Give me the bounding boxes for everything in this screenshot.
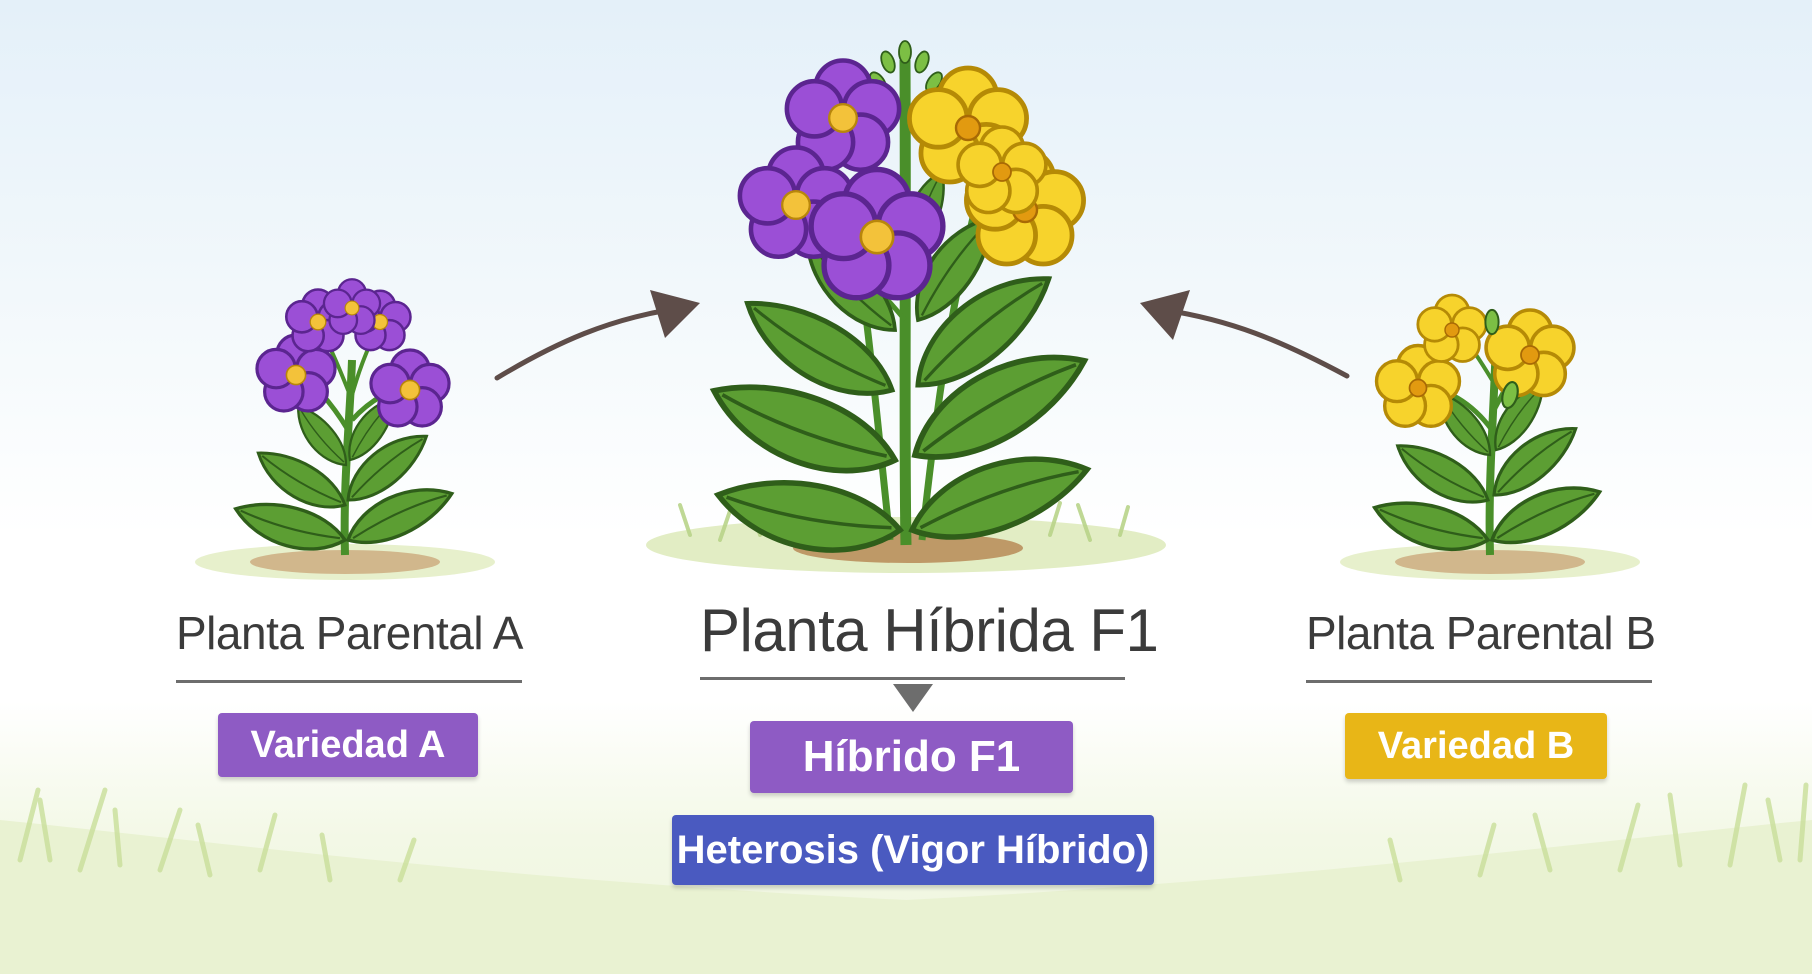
- parent-a-divider: [176, 680, 522, 683]
- parent-b-divider: [1306, 680, 1652, 683]
- variety-b-badge: Variedad B: [1345, 713, 1607, 779]
- hybrid-divider: [700, 677, 1125, 680]
- purple-plant-icon: [195, 279, 495, 580]
- heterosis-badge: Heterosis (Vigor Híbrido): [672, 815, 1154, 885]
- hybrid-badge: Híbrido F1: [750, 721, 1073, 793]
- parent-a-title: Planta Parental A: [176, 606, 522, 660]
- variety-a-badge: Variedad A: [218, 713, 478, 777]
- down-arrow-icon: [893, 684, 933, 714]
- hybrid-title: Planta Híbrida F1: [700, 596, 1120, 665]
- yellow-plant-icon: [1340, 295, 1640, 580]
- hybrid-plant-icon: [646, 41, 1166, 573]
- parent-b-title: Planta Parental B: [1306, 606, 1654, 660]
